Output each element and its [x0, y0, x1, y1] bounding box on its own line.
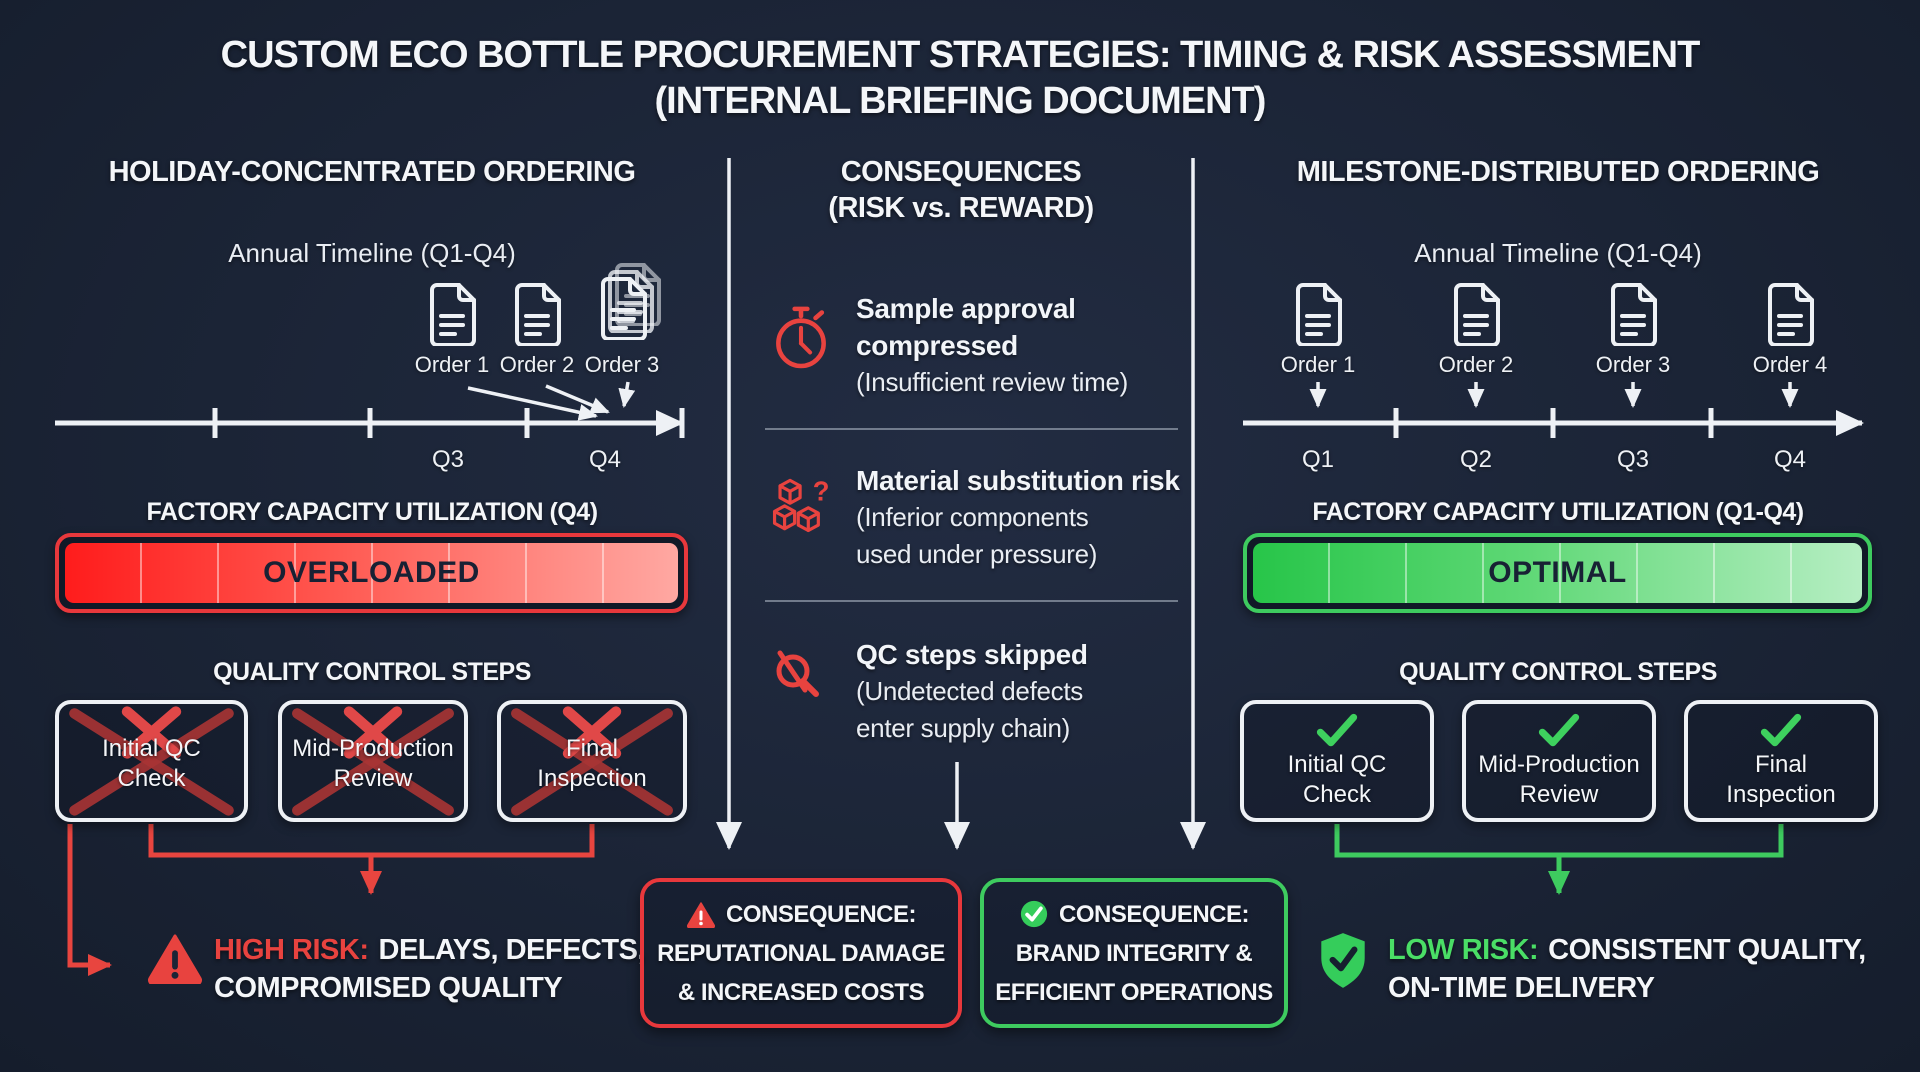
left-capacity-title: FACTORY CAPACITY UTILIZATION (Q4) — [146, 498, 598, 526]
capacity-bar-optimal: OPTIMAL — [1243, 533, 1872, 613]
qc-step-label: Final — [565, 735, 619, 762]
document-icon — [1763, 282, 1817, 346]
shield-check-icon — [1316, 930, 1370, 992]
left-timeline-title: Annual Timeline (Q1-Q4) — [228, 238, 516, 268]
quarter-label: Q3 — [431, 446, 464, 473]
x-mark-icon — [69, 706, 234, 816]
consequence-item: QC steps skipped (Undetected defects ent… — [856, 639, 1088, 743]
right-timeline-ticks — [1393, 408, 1714, 438]
order-label: Order 3 — [584, 352, 660, 377]
qc-step-box-failed: Mid-Production Review — [278, 700, 468, 822]
document-icon — [425, 282, 479, 346]
qc-step-box-failed: Initial QC Check — [55, 700, 248, 822]
left-qc-title: QUALITY CONTROL STEPS — [213, 658, 531, 686]
capacity-status-label: OVERLOADED — [263, 556, 480, 589]
right-risk-connectors — [1334, 824, 1784, 895]
consequence-item: Sample approval compressed (Insufficient… — [856, 293, 1129, 397]
order-label: Order 1 — [414, 352, 490, 377]
quarter-label: Q1 — [1301, 446, 1334, 473]
qc-step-box-passed: Final Inspection — [1684, 700, 1878, 822]
left-timeline-ticks — [212, 408, 685, 438]
quarter-label: Q4 — [1773, 446, 1806, 473]
consequence-heading: CONSEQUENCE: — [725, 900, 917, 928]
page-title-line1: CUSTOM ECO BOTTLE PROCUREMENT STRATEGIES… — [220, 34, 1701, 76]
consequence-box-positive: CONSEQUENCE: BRAND INTEGRITY & EFFICIENT… — [980, 878, 1288, 1028]
x-mark-icon — [292, 706, 454, 816]
document-stack-icon — [601, 263, 661, 340]
low-risk-line2: ON-TIME DELIVERY — [1388, 972, 1655, 1004]
page-title-line2: (INTERNAL BRIEFING DOCUMENT) — [654, 80, 1267, 122]
x-mark-icon — [511, 706, 673, 816]
warning-triangle-icon — [146, 932, 204, 984]
order-label: Order 3 — [1595, 352, 1671, 377]
cubes-question-icon — [770, 476, 832, 534]
right-column-header: MILESTONE-DISTRIBUTED ORDERING — [1296, 156, 1820, 188]
document-icon — [510, 282, 564, 346]
middle-column-header-line2: (RISK vs. REWARD) — [828, 192, 1094, 224]
order-convergence-arrows — [467, 381, 636, 421]
high-risk-label: HIGH RISK: — [214, 934, 369, 966]
circle-check-icon — [1019, 899, 1049, 929]
middle-column-header-line1: CONSEQUENCES — [840, 156, 1082, 188]
high-risk-line1: HIGH RISK:DELAYS, DEFECTS, — [214, 934, 645, 966]
warning-triangle-icon — [686, 901, 716, 928]
quarter-label: Q4 — [588, 446, 621, 473]
consequence-box-negative: CONSEQUENCE: REPUTATIONAL DAMAGE & INCRE… — [640, 878, 962, 1028]
item-divider — [765, 428, 1178, 430]
stopwatch-icon — [772, 304, 830, 370]
right-qc-title: QUALITY CONTROL STEPS — [1399, 658, 1717, 686]
qc-step-label: Mid-Production — [292, 735, 454, 762]
quarter-label: Q3 — [1616, 446, 1649, 473]
consequence-heading: CONSEQUENCE: — [1058, 900, 1250, 928]
check-icon — [1316, 713, 1358, 748]
low-risk-label: LOW RISK: — [1388, 934, 1539, 966]
qc-step-box-passed: Mid-Production Review — [1462, 700, 1656, 822]
order-label: Order 1 — [1280, 352, 1356, 377]
qc-step-label: Initial QC — [1287, 750, 1387, 778]
document-icon — [1449, 282, 1503, 346]
high-risk-line2: COMPROMISED QUALITY — [214, 972, 563, 1004]
item-divider — [765, 600, 1178, 602]
order-down-arrows — [1309, 382, 1799, 408]
right-capacity-title: FACTORY CAPACITY UTILIZATION (Q1-Q4) — [1312, 498, 1804, 526]
qc-step-label: Initial QC — [102, 735, 201, 762]
order-label: Order 2 — [1438, 352, 1514, 377]
qc-step-label: Final — [1754, 750, 1808, 778]
check-icon — [1538, 713, 1580, 748]
order-label: Order 2 — [499, 352, 575, 377]
qc-step-box-failed: Final Inspection — [497, 700, 687, 822]
consequence-item: Material substitution risk (Inferior com… — [856, 465, 1180, 569]
capacity-bar-overloaded: OVERLOADED — [55, 533, 688, 613]
low-risk-line1: LOW RISK:CONSISTENT QUALITY, — [1388, 934, 1866, 966]
document-icon — [1606, 282, 1660, 346]
right-timeline-title: Annual Timeline (Q1-Q4) — [1414, 238, 1702, 268]
capacity-status-label: OPTIMAL — [1488, 556, 1627, 589]
qc-step-box-passed: Initial QC Check — [1240, 700, 1434, 822]
qc-step-label: Mid-Production — [1478, 750, 1640, 778]
document-icon — [1291, 282, 1345, 346]
left-column-header: HOLIDAY-CONCENTRATED ORDERING — [108, 156, 636, 188]
magnifier-slash-icon — [772, 650, 828, 706]
left-risk-connectors — [67, 824, 595, 976]
order-label: Order 4 — [1752, 352, 1828, 377]
quarter-label: Q2 — [1459, 446, 1492, 473]
check-icon — [1760, 713, 1802, 748]
